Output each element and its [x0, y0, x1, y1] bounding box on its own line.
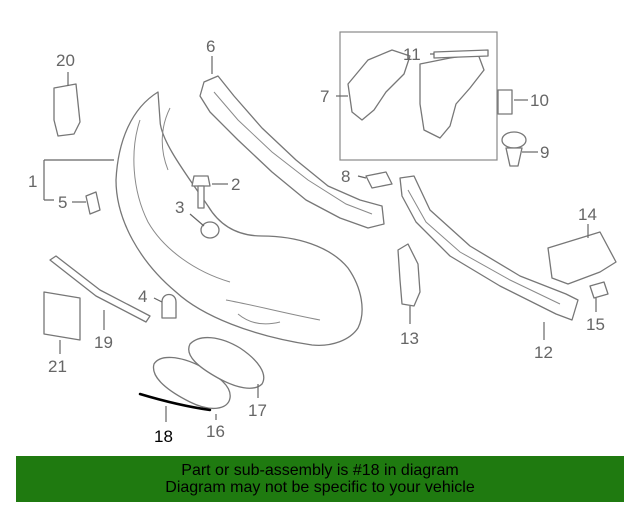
lower-grille[interactable] [152, 356, 231, 409]
bolt[interactable] [191, 175, 211, 209]
callout-19[interactable]: 19 [94, 333, 113, 352]
push-rivet[interactable] [501, 131, 527, 167]
callout-4[interactable]: 4 [138, 287, 147, 306]
callout-2[interactable]: 2 [231, 175, 240, 194]
callout-10[interactable]: 10 [530, 91, 549, 110]
retainer[interactable] [497, 89, 513, 115]
callout-16[interactable]: 16 [206, 422, 225, 441]
callout-17[interactable]: 17 [248, 401, 267, 420]
impact-absorber[interactable] [199, 75, 385, 229]
bumper-cover[interactable] [115, 91, 363, 346]
small-bracket[interactable] [85, 191, 101, 215]
leader-lines [43, 53, 597, 422]
callout-5[interactable]: 5 [58, 193, 67, 212]
side-bracket[interactable] [53, 83, 81, 137]
reinforcement-beam[interactable] [399, 175, 579, 321]
highlighted-trim-strip[interactable] [138, 392, 212, 412]
grille-frame[interactable] [188, 337, 265, 389]
clip[interactable] [365, 171, 393, 189]
callout-7[interactable]: 7 [320, 87, 329, 106]
nut[interactable] [200, 221, 220, 239]
parts-diagram: 1 2 3 4 5 6 7 8 9 10 11 12 13 14 15 16 1… [28, 31, 617, 446]
retainer-clip[interactable] [589, 281, 609, 299]
banner-line-2: Diagram may not be specific to your vehi… [165, 479, 475, 496]
callout-14[interactable]: 14 [578, 205, 597, 224]
trim-strip[interactable] [433, 49, 489, 59]
callout-21[interactable]: 21 [48, 357, 67, 376]
callout-18[interactable]: 18 [154, 427, 173, 446]
callout-3[interactable]: 3 [175, 198, 184, 217]
side-absorber[interactable] [547, 231, 617, 285]
license-plate-bracket[interactable] [43, 291, 81, 341]
mount-bracket[interactable] [397, 243, 421, 307]
bracket-set[interactable] [347, 49, 485, 139]
callout-8[interactable]: 8 [341, 167, 350, 186]
info-banner: Part or sub-assembly is #18 in diagram D… [16, 456, 624, 502]
callout-9[interactable]: 9 [540, 143, 549, 162]
callout-11[interactable]: 11 [403, 45, 421, 64]
callout-13[interactable]: 13 [400, 329, 419, 348]
callout-6[interactable]: 6 [206, 37, 215, 56]
lower-trim[interactable] [49, 255, 151, 323]
rivet[interactable] [161, 293, 177, 319]
callout-20[interactable]: 20 [56, 51, 75, 70]
banner-line-1: Part or sub-assembly is #18 in diagram [181, 462, 459, 479]
callout-15[interactable]: 15 [586, 315, 605, 334]
callout-12[interactable]: 12 [534, 343, 553, 362]
callout-1[interactable]: 1 [28, 172, 37, 191]
